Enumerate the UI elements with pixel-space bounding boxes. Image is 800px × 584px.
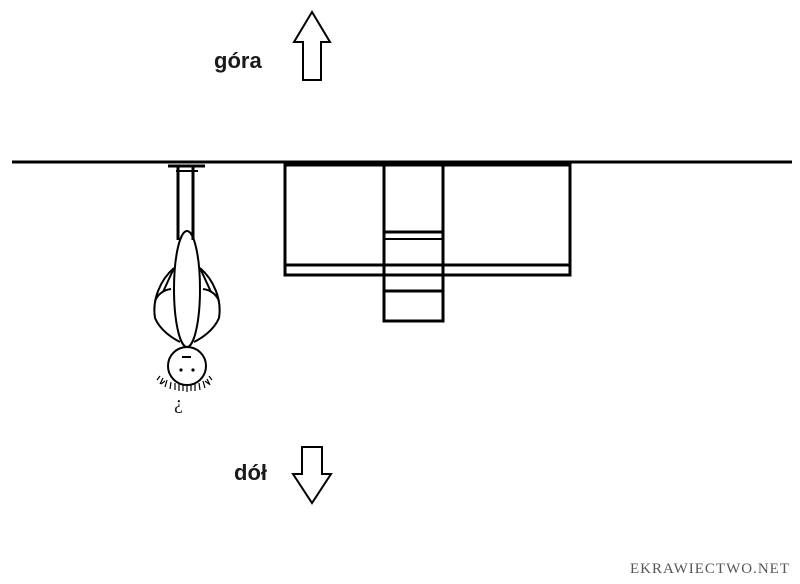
table-top <box>283 163 572 277</box>
down-arrow-icon <box>291 446 333 505</box>
right-eye <box>191 368 195 372</box>
watermark: EKRAWIECTWO.NET <box>629 561 790 577</box>
person-body <box>173 230 201 348</box>
question-mark: ? <box>174 395 183 417</box>
up-arrow-icon <box>292 10 332 81</box>
hair <box>156 375 213 392</box>
hanging-person <box>153 164 221 392</box>
table-column <box>382 163 445 323</box>
left-eye <box>179 368 183 372</box>
left-arm-tip <box>154 288 172 302</box>
person-head <box>167 346 207 386</box>
left-hand <box>162 267 175 293</box>
right-arm <box>193 267 221 343</box>
upside-down-table <box>283 163 572 323</box>
left-arm <box>153 267 181 343</box>
right-hand <box>199 267 212 293</box>
label-up: góra <box>214 48 262 73</box>
right-arm-tip <box>202 288 220 302</box>
label-down: dół <box>234 460 267 485</box>
